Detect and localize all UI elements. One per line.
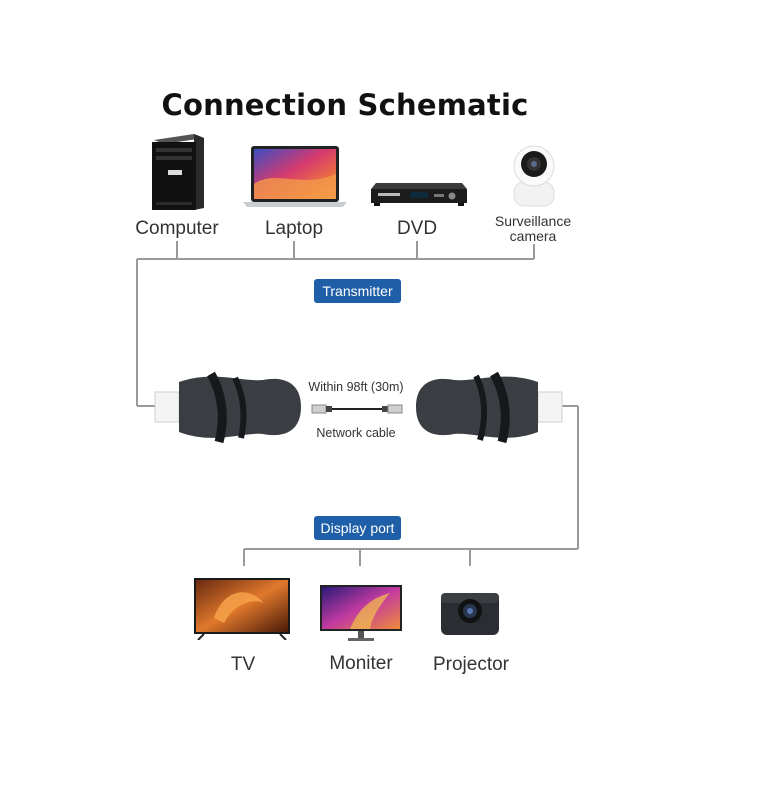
source-label-laptop: Laptop <box>264 218 324 239</box>
cable-type-label: Network cable <box>316 426 396 440</box>
monitor-icon <box>320 585 402 641</box>
source-label-computer: Computer <box>135 218 219 239</box>
laptop-icon <box>243 146 347 207</box>
destination-label-projector: Projector <box>432 654 510 675</box>
transmitter-adapter <box>154 371 301 444</box>
source-label-dvd: DVD <box>396 218 438 239</box>
receiver-adapter <box>416 371 563 444</box>
computer-tower-icon <box>152 134 204 210</box>
diagram-title: Connection Schematic <box>161 88 529 122</box>
tv-icon <box>194 578 290 640</box>
dvd-player-icon <box>371 183 467 206</box>
transmitter-badge: Transmitter <box>314 279 401 303</box>
display-port-badge: Display port <box>314 516 401 540</box>
source-label-surveillance-camera: Surveillance camera <box>494 213 572 244</box>
destination-label-tv: TV <box>230 654 256 675</box>
cable-distance-label: Within 98ft (30m) <box>308 380 404 394</box>
surveillance-camera-icon <box>513 145 555 207</box>
destination-label-monitor: Moniter <box>329 653 393 674</box>
network-cable-icon <box>311 404 403 414</box>
projector-icon <box>441 593 499 635</box>
